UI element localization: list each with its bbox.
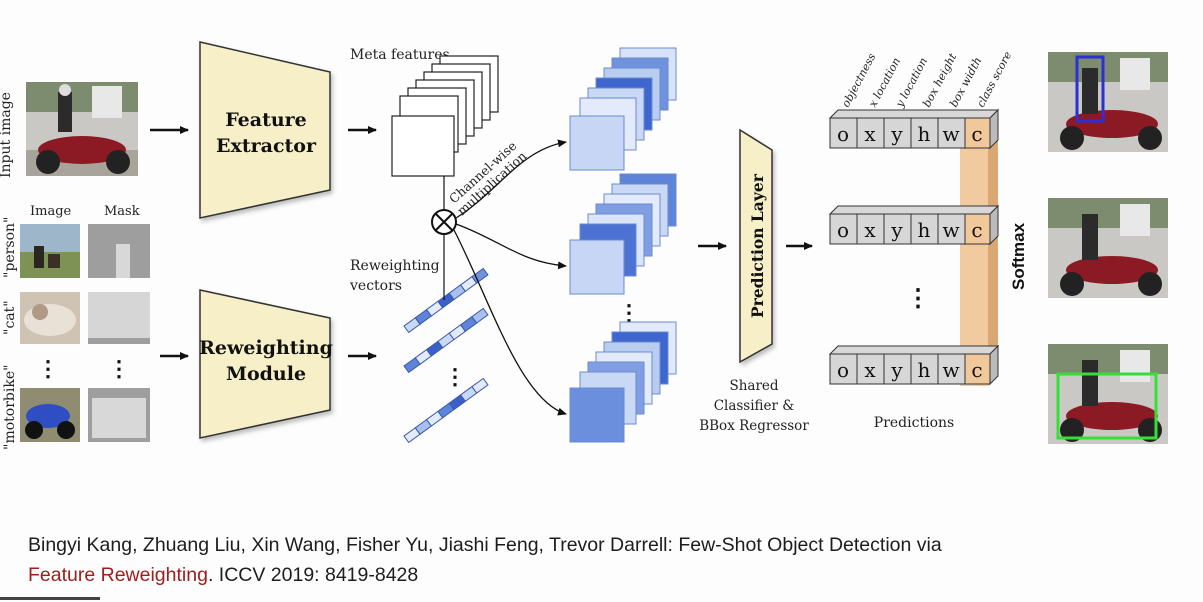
citation-line-2: Feature Reweighting. ICCV 2019: 8419-842… — [28, 560, 1188, 590]
curve-to-stack-2 — [455, 223, 567, 270]
class-label-motorbike: "motorbike" — [2, 364, 18, 450]
reweighting-module — [199, 289, 331, 439]
reweighted-stack-3 — [569, 321, 677, 443]
vectors-ellipsis: ⋮ — [444, 364, 466, 390]
cell-h: h — [918, 218, 931, 242]
multiply-icon — [431, 209, 457, 235]
slide-progress-bar — [0, 597, 100, 600]
citation-venue: . ICCV 2019: 8419-8428 — [207, 564, 419, 586]
reweighting-vector-2 — [403, 307, 489, 374]
prediction-layer-label: Prediction Layer — [748, 173, 767, 318]
cell-o: o — [837, 358, 849, 382]
shared-caption-line1: Shared — [729, 378, 778, 394]
predictions-ellipsis: ⋮ — [906, 283, 930, 312]
cell-h: h — [918, 358, 931, 382]
image-column-header: Image — [30, 204, 72, 219]
cell-c: c — [971, 358, 982, 382]
predictions-label: Predictions — [874, 415, 954, 431]
architecture-diagram: Input image Image Mask "person" "cat" "m… — [0, 41, 1168, 450]
detection-box-green — [1056, 372, 1158, 440]
cell-w: w — [942, 358, 959, 382]
curve-to-stack-1 — [455, 139, 567, 219]
cell-y: y — [890, 122, 903, 146]
meta-features-label: Meta features — [350, 47, 450, 63]
shared-caption-line3: BBox Regressor — [699, 418, 809, 434]
cell-o: o — [837, 122, 849, 146]
cell-w: w — [942, 122, 959, 146]
reweighting-module-label-line1: Reweighting — [199, 337, 333, 359]
support-mask-cat — [88, 292, 150, 344]
cell-o: o — [837, 218, 849, 242]
input-image-label: Input image — [0, 92, 14, 178]
feature-extractor-label-line2: Extractor — [216, 135, 317, 157]
cell-x: x — [864, 358, 876, 382]
class-score-column — [960, 110, 998, 386]
citation: Bingyi Kang, Zhuang Liu, Xin Wang, Fishe… — [28, 530, 1188, 590]
output-image-1 — [1048, 52, 1168, 152]
input-image — [26, 82, 138, 176]
header-class-score: class score — [974, 49, 1014, 110]
reweighting-vectors-label-line2: vectors — [349, 278, 402, 294]
reweighted-stack-2 — [569, 173, 677, 295]
cell-y: y — [890, 218, 903, 242]
cell-x: x — [864, 122, 876, 146]
prediction-layer — [739, 128, 773, 364]
stacks-ellipsis: ⋮ — [618, 300, 640, 326]
shared-caption-line2: Classifier & — [714, 398, 795, 414]
feature-extractor-label-line1: Feature — [225, 109, 307, 131]
reweighted-stack-1 — [569, 47, 677, 171]
support-image-motorbike — [20, 388, 80, 442]
detection-box-blue — [1075, 55, 1105, 123]
cell-x: x — [864, 218, 876, 242]
prediction-row-1: o x y h w c — [828, 108, 1000, 150]
class-label-cat: "cat" — [2, 300, 18, 335]
support-mask-person — [88, 224, 150, 278]
cell-c: c — [971, 122, 982, 146]
cell-h: h — [918, 122, 931, 146]
cell-w: w — [942, 218, 959, 242]
cell-c: c — [971, 218, 982, 242]
paper-title-link[interactable]: Feature Reweighting — [28, 564, 208, 586]
citation-line-1: Bingyi Kang, Zhuang Liu, Xin Wang, Fishe… — [28, 534, 942, 556]
meta-features-stack — [391, 55, 499, 177]
prediction-row-2: o x y h w c — [828, 204, 1000, 246]
support-image-person — [20, 224, 80, 278]
prediction-row-3: o x y h w c — [828, 344, 1000, 386]
reweighting-vectors-label-line1: Reweighting — [350, 258, 440, 274]
support-ellipsis-mask: ⋮ — [108, 356, 130, 382]
mask-column-header: Mask — [104, 204, 140, 219]
softmax-label: Softmax — [1009, 222, 1028, 290]
output-image-2 — [1048, 198, 1168, 298]
class-label-person: "person" — [2, 217, 18, 278]
output-image-3 — [1048, 344, 1168, 444]
support-image-cat — [20, 292, 80, 344]
support-ellipsis-image: ⋮ — [37, 356, 59, 382]
support-mask-motorbike — [88, 388, 150, 442]
curve-to-stack-3 — [453, 229, 567, 416]
feature-extractor — [199, 41, 331, 219]
reweighting-vector-3 — [403, 377, 489, 444]
reweighting-module-label-line2: Module — [226, 363, 306, 385]
cell-y: y — [890, 358, 903, 382]
